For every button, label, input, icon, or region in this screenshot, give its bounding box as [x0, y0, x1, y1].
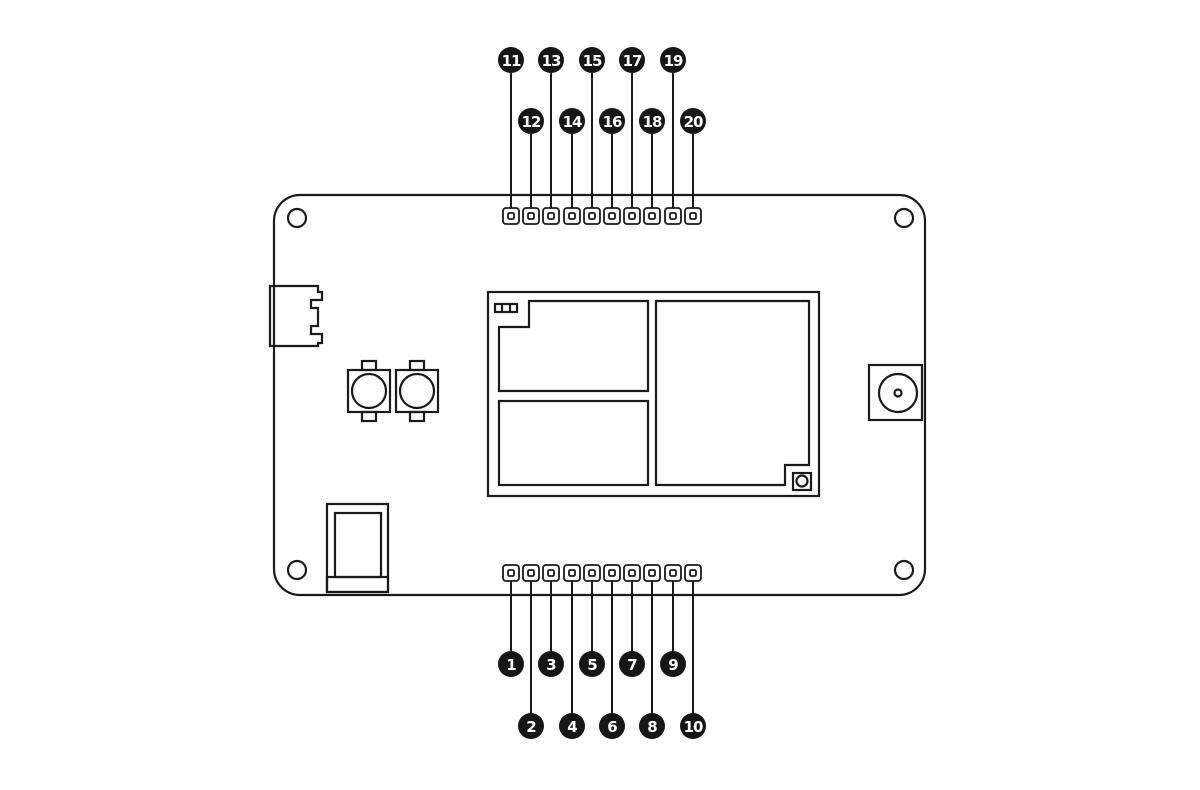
- pin-17: 17: [619, 47, 645, 225]
- callout-label: 3: [546, 656, 556, 674]
- callout-label: 12: [522, 113, 541, 131]
- pin-pad: [527, 212, 535, 220]
- pin-pad: [648, 212, 656, 220]
- callout-label: 4: [567, 718, 577, 736]
- pin-pad: [628, 212, 636, 220]
- callout-label: 19: [664, 52, 683, 70]
- pin-pad: [669, 569, 677, 577]
- callout-badge: [559, 108, 585, 134]
- pin-pad: [669, 212, 677, 220]
- board-outline: [272, 193, 927, 597]
- pin-pad: [568, 569, 576, 577]
- power-switch: [325, 502, 390, 594]
- callout-label: 15: [583, 52, 602, 70]
- callout-badge: [619, 651, 645, 677]
- callout-label: 1: [506, 656, 516, 674]
- callout-badge: [660, 651, 686, 677]
- usb-connector: [268, 284, 324, 348]
- pin-pad: [608, 212, 616, 220]
- callout-label: 11: [502, 52, 521, 70]
- pin-pad: [588, 212, 596, 220]
- pin-6: 6: [599, 564, 625, 739]
- pin-pad: [588, 569, 596, 577]
- callout-badge: [599, 108, 625, 134]
- callout-badge: [498, 47, 524, 73]
- callout-badge: [599, 713, 625, 739]
- pin-10: 10: [680, 564, 706, 739]
- callout-badge: [518, 713, 544, 739]
- pin-pad: [507, 212, 515, 220]
- pin-pad: [689, 212, 697, 220]
- callout-badge: [660, 47, 686, 73]
- callout-label: 10: [684, 718, 703, 736]
- callout-label: 9: [668, 656, 678, 674]
- mounting-hole-top-left: [286, 207, 308, 229]
- antenna-connector: [867, 363, 924, 422]
- pin-pad: [689, 569, 697, 577]
- callout-label: 16: [603, 113, 622, 131]
- pin-pad: [628, 569, 636, 577]
- callout-badge: [619, 47, 645, 73]
- pin-12: 12: [518, 108, 544, 225]
- callout-badge: [538, 47, 564, 73]
- pcb-board: [268, 193, 927, 597]
- pin-7: 7: [619, 564, 645, 677]
- callout-label: 5: [587, 656, 597, 674]
- pin-19: 19: [660, 47, 686, 225]
- pin-15: 15: [579, 47, 605, 225]
- callout-badge: [579, 47, 605, 73]
- pin-2: 2: [518, 564, 544, 739]
- callout-label: 20: [684, 113, 703, 131]
- callout-label: 17: [623, 52, 642, 70]
- mounting-hole-bottom-right: [893, 559, 915, 581]
- callout-badge: [639, 108, 665, 134]
- pin-8: 8: [639, 564, 665, 739]
- callout-label: 6: [607, 718, 617, 736]
- wireless-module: [486, 290, 821, 498]
- pin-3: 3: [538, 564, 564, 677]
- pin-5: 5: [579, 564, 605, 677]
- pin-16: 16: [599, 108, 625, 225]
- callout-badge: [639, 713, 665, 739]
- callout-label: 13: [542, 52, 561, 70]
- mounting-hole-top-right: [893, 207, 915, 229]
- pin-13: 13: [538, 47, 564, 225]
- pin-4: 4: [559, 564, 585, 739]
- pin-20: 20: [680, 108, 706, 225]
- pin-11: 11: [498, 47, 524, 225]
- pin-pad: [547, 212, 555, 220]
- callout-badge: [518, 108, 544, 134]
- pin-pad: [507, 569, 515, 577]
- pin-pad: [527, 569, 535, 577]
- pin-pad: [608, 569, 616, 577]
- callout-badge: [498, 651, 524, 677]
- callout-label: 2: [526, 718, 536, 736]
- callout-label: 7: [627, 656, 637, 674]
- callout-label: 14: [563, 113, 582, 131]
- pin-18: 18: [639, 108, 665, 225]
- callout-label: 8: [647, 718, 657, 736]
- callout-badge: [680, 108, 706, 134]
- push-button-2: [394, 359, 440, 423]
- pin-pad: [547, 569, 555, 577]
- pin-pad: [568, 212, 576, 220]
- led-array: [493, 302, 519, 314]
- pin-14: 14: [559, 108, 585, 225]
- callout-badge: [538, 651, 564, 677]
- pin-9: 9: [660, 564, 686, 677]
- callout-label: 18: [643, 113, 662, 131]
- mounting-hole-bottom-left: [286, 559, 308, 581]
- callout-badge: [680, 713, 706, 739]
- push-button-1: [346, 359, 392, 423]
- pin-pad: [648, 569, 656, 577]
- pin-1: 1: [498, 564, 524, 677]
- callout-badge: [579, 651, 605, 677]
- callout-badge: [559, 713, 585, 739]
